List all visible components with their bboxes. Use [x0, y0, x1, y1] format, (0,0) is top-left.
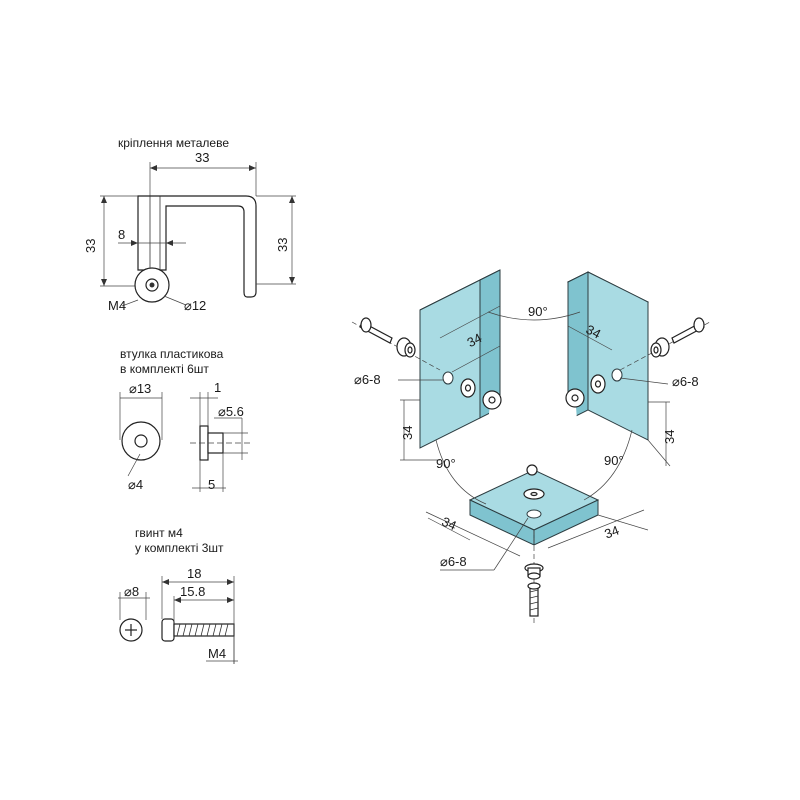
- bracket-title: кріплення металеве: [118, 136, 229, 150]
- bottom-hole-label: ⌀6-8: [440, 554, 467, 569]
- angle-top-label: 90°: [528, 304, 548, 319]
- right-hole-label: ⌀6-8: [672, 374, 699, 389]
- right-glass-hole: [611, 368, 623, 382]
- bracket-eye-hole: [145, 278, 159, 292]
- angle-top-arc: [487, 311, 581, 321]
- bracket-thread-label: M4: [108, 298, 126, 313]
- right-washer: [590, 374, 606, 394]
- screw-thread: [176, 623, 229, 637]
- bushing-title-2: в комплекті 6шт: [120, 362, 209, 376]
- bottom-washer: [523, 488, 545, 500]
- bushing-inner-diameter: ⌀4: [128, 477, 143, 492]
- screw-view: гвинт м4 у комплекті 3шт ⌀8 18 15.8 M4: [118, 526, 238, 664]
- bushing-title-1: втулка пластикова: [120, 347, 224, 361]
- bracket-width-dim: 33: [195, 150, 209, 165]
- bracket-view: кріплення металеве 33 33 33 8: [83, 136, 296, 313]
- bushing-outer-diameter: ⌀13: [129, 381, 151, 396]
- bracket-offset-dim: 8: [118, 227, 125, 242]
- bushing-view: втулка пластикова в комплекті 6шт ⌀13 ⌀4…: [119, 347, 250, 492]
- bushing-front: [121, 421, 161, 461]
- bracket-height-left-dim: 33: [83, 239, 98, 253]
- angle-left-label: 90°: [436, 456, 456, 471]
- angle-right-arc: [583, 429, 633, 501]
- left-glass-face: [419, 279, 481, 449]
- bushing-flange-dim: 1: [214, 380, 221, 395]
- bushing-front-hole: [134, 434, 148, 448]
- screw-title-2: у комплекті 3шт: [135, 541, 224, 555]
- bottom-left-dim: 34: [439, 514, 458, 534]
- bottom-screw: [524, 530, 544, 625]
- screw-shank: [173, 623, 235, 637]
- bracket-diameter-label: ⌀12: [184, 298, 206, 313]
- angle-right-label: 90°: [604, 453, 624, 468]
- right-height-dim: 34: [662, 430, 677, 444]
- left-hole-label: ⌀6-8: [354, 372, 381, 387]
- right-glass-edge: [567, 271, 589, 421]
- screw-head-side: [161, 618, 175, 642]
- bushing-length-dim: 5: [208, 477, 215, 492]
- left-glass-hole: [442, 371, 454, 385]
- assembly-view: 90° 90° 90° 34 34 34 34 34 34 ⌀6-8 ⌀6-8: [351, 269, 711, 625]
- screw-head-diameter: ⌀8: [124, 584, 139, 599]
- bottom-right-dim: 34: [602, 523, 621, 542]
- left-height-dim: 34: [400, 426, 415, 440]
- assembly-bracket: [485, 395, 579, 473]
- screw-thread-label: M4: [208, 646, 226, 661]
- bushing-shank-diameter: ⌀5.6: [218, 404, 244, 419]
- left-washer: [460, 378, 476, 398]
- left-edge-dim: 34: [464, 330, 484, 350]
- bracket-height-right-dim: 33: [275, 238, 290, 252]
- screw-total-length: 18: [187, 566, 201, 581]
- angle-left-arc: [435, 439, 487, 505]
- screw-title-1: гвинт м4: [135, 526, 183, 540]
- right-screw: [619, 317, 711, 371]
- screw-thread-length: 15.8: [180, 584, 205, 599]
- right-glass-face: [587, 271, 649, 441]
- bottom-glass-hole: [526, 509, 542, 519]
- right-edge-dim: 34: [584, 322, 604, 342]
- left-screw: [351, 317, 441, 371]
